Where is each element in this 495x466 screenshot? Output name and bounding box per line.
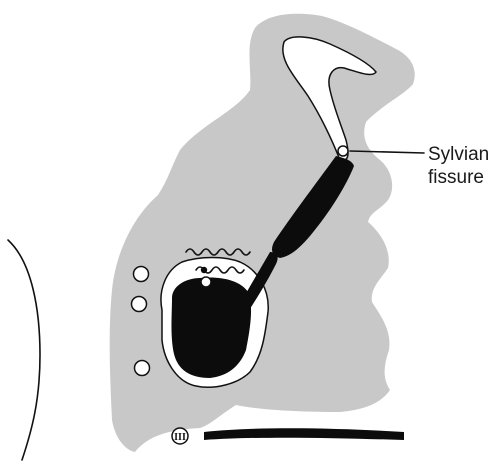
left-outline-arc [8, 240, 40, 460]
circle-marker-2 [132, 297, 147, 312]
bottom-black-bar [204, 428, 404, 440]
vessel-node [201, 267, 207, 273]
small-gray-oval [164, 229, 192, 245]
nerve-three-numeral: III [174, 432, 186, 443]
sylvian-marker-circle [338, 146, 348, 156]
hemisphere-gray-matter [110, 14, 415, 452]
vessel-ring [201, 277, 211, 287]
sylvian-label-line2: fissure [428, 167, 484, 188]
sylvian-label-line1: Sylvian [428, 144, 489, 165]
circle-marker-1 [134, 267, 149, 282]
circle-marker-3 [135, 361, 150, 376]
